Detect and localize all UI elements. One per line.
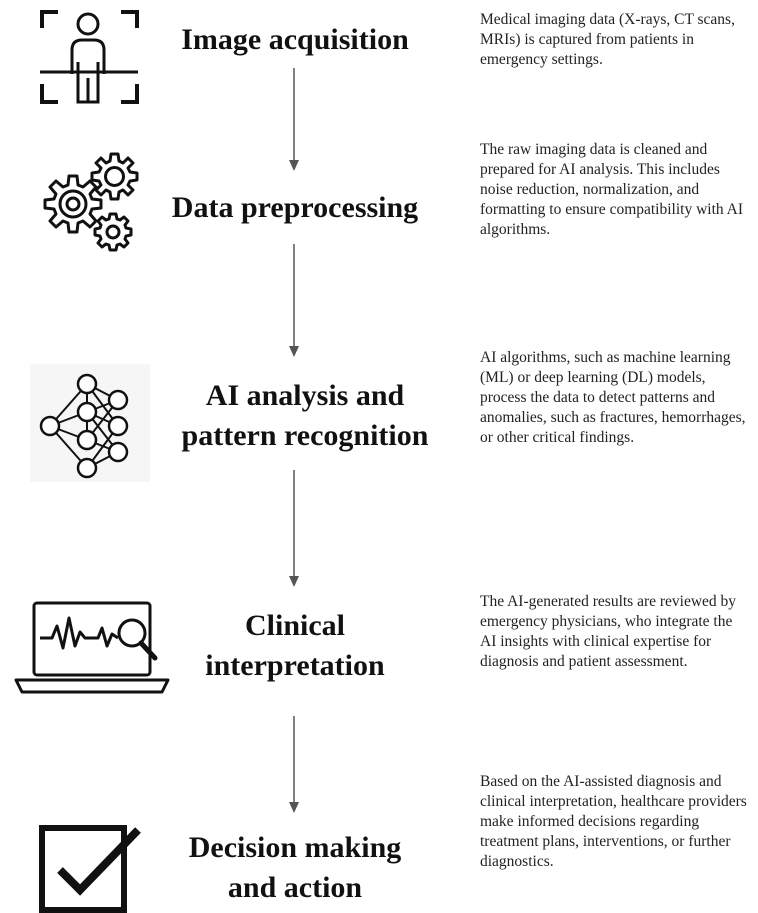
step-5-description: Based on the AI-assisted diagnosis and c…	[480, 773, 747, 870]
step-5-title-line-1: Decision making	[188, 831, 402, 864]
laptop-magnifier-icon	[14, 601, 170, 694]
step-4-title-line-1: Clinical	[244, 609, 345, 642]
neural-network-icon	[30, 364, 150, 482]
step-5-title: Decision making and action	[150, 828, 440, 908]
step-3-description: AI algorithms, such as machine learning …	[480, 349, 746, 446]
arrow-2	[289, 244, 299, 357]
checkbox-icon	[39, 825, 141, 913]
arrow-3	[289, 470, 299, 587]
arrow-4	[289, 716, 299, 813]
step-1-title: Image acquisition	[150, 20, 440, 60]
step-3-title: AI analysis and pattern recognition	[150, 376, 460, 456]
step-4-description: The AI-generated results are reviewed by…	[480, 593, 737, 670]
step-4-title-line-2: interpretation	[205, 649, 385, 682]
person-scan-icon	[40, 10, 139, 104]
step-5-title-line-2: and action	[227, 871, 363, 904]
arrow-1	[289, 68, 299, 171]
step-2-title-line-1: Data preprocessing	[171, 191, 419, 224]
step-3-title-line-1: AI analysis and	[205, 379, 405, 412]
gears-icon	[43, 152, 139, 252]
step-1-description: Medical imaging data (X-rays, CT scans, …	[480, 11, 735, 68]
step-4-title: Clinical interpretation	[150, 606, 440, 686]
step-1-title-line-1: Image acquisition	[181, 23, 409, 56]
step-2-description: The raw imaging data is cleaned and prep…	[480, 141, 744, 238]
step-2-title: Data preprocessing	[150, 188, 440, 228]
step-3-title-line-2: pattern recognition	[181, 419, 429, 452]
